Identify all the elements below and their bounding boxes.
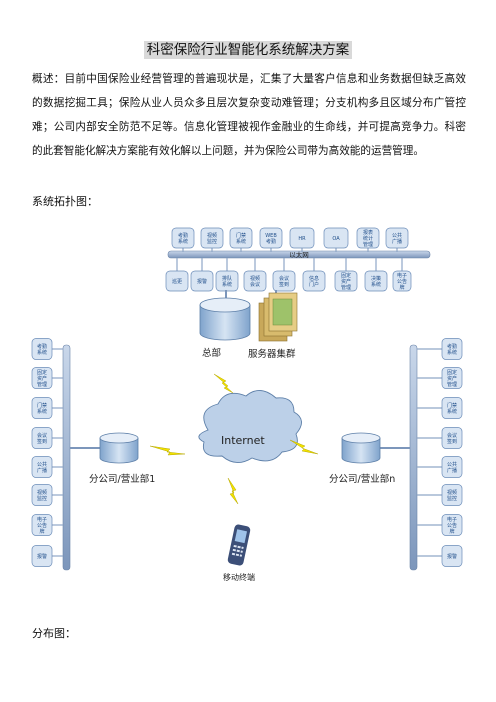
left-node-4-label: 公共广播 bbox=[37, 461, 47, 474]
distribution-heading: 分布图： bbox=[32, 627, 76, 640]
bolt-icon-right bbox=[289, 439, 319, 455]
top-node-4-label: HR bbox=[298, 236, 306, 242]
left-node-7: 报警 bbox=[31, 545, 63, 567]
right-node-3: 会议签到 bbox=[417, 427, 463, 449]
right-node-4-label: 公共广播 bbox=[447, 461, 457, 474]
left-node-1-label: 固定资产管理 bbox=[37, 369, 47, 388]
top-node-6-label: 报表统计管理 bbox=[363, 229, 373, 248]
ethernet-bus: 以太网 bbox=[167, 250, 431, 259]
right-node-5: 视频监控 bbox=[417, 484, 463, 506]
right-node-0-label: 考勤系统 bbox=[447, 343, 457, 356]
bottom-node-1-label: 报警 bbox=[197, 278, 207, 285]
bottom-node-8-label: 电子公告牌 bbox=[397, 272, 407, 291]
left-node-6: 电子公告牌 bbox=[31, 514, 63, 536]
top-node-1-label: 视频监控 bbox=[207, 232, 217, 245]
top-node-6: 报表统计管理 bbox=[356, 227, 380, 252]
overview-paragraph: 概述：目前中国保险业经营管理的普遍现状是，汇集了大量客户信息和业务数据但缺乏高效… bbox=[32, 67, 466, 163]
right-node-6-label: 电子公告牌 bbox=[447, 516, 457, 535]
top-node-5-label: OA bbox=[332, 236, 340, 242]
bottom-node-2-label: 排队系统 bbox=[222, 275, 232, 288]
right-node-2: 门禁系统 bbox=[417, 397, 463, 419]
server-cluster-label: 服务器集群 bbox=[248, 348, 296, 360]
bottom-node-8: 电子公告牌 bbox=[392, 258, 412, 292]
top-node-1: 视频监控 bbox=[200, 227, 224, 252]
bolt-icon-left bbox=[149, 445, 186, 456]
right-node-0: 考勤系统 bbox=[417, 338, 463, 360]
mobile-phone-icon bbox=[227, 524, 251, 566]
right-vertical-bus bbox=[409, 344, 418, 571]
right-node-1: 固定资产管理 bbox=[417, 367, 463, 389]
right-node-3-label: 会议签到 bbox=[447, 432, 457, 445]
bolt-icon-top bbox=[213, 373, 234, 394]
bottom-node-5: 信息门户 bbox=[302, 258, 326, 292]
internet-cloud: Internet bbox=[198, 390, 302, 463]
left-node-2-label: 门禁系统 bbox=[37, 402, 47, 415]
bottom-node-5-label: 信息门户 bbox=[309, 275, 319, 288]
page-title: 科密保险行业智能化系统解决方案 bbox=[0, 38, 496, 59]
left-node-5: 视频监控 bbox=[31, 484, 63, 506]
hq-label: 总部 bbox=[202, 347, 221, 359]
hq-database bbox=[199, 290, 277, 341]
right-node-4: 公共广播 bbox=[417, 456, 463, 478]
branch-right-database bbox=[341, 432, 410, 464]
bottom-node-7-label: 决策系统 bbox=[371, 275, 381, 288]
branch-right-label: 分公司/营业部n bbox=[329, 473, 395, 485]
bottom-node-4: 会议签到 bbox=[272, 258, 296, 292]
bottom-node-3: 视频会议 bbox=[243, 258, 267, 292]
top-node-5: OA bbox=[323, 227, 349, 252]
left-node-5-label: 视频监控 bbox=[37, 489, 47, 502]
top-node-7: 公共广播 bbox=[385, 227, 409, 252]
right-node-7: 报警 bbox=[417, 545, 463, 567]
top-node-4: HR bbox=[289, 227, 315, 252]
left-node-4: 公共广播 bbox=[31, 456, 63, 478]
top-node-0: 考勤系统 bbox=[171, 227, 195, 252]
bottom-node-6: 固定资产管理 bbox=[334, 258, 358, 292]
left-node-7-label: 报警 bbox=[37, 553, 47, 560]
bottom-node-1: 报警 bbox=[190, 258, 214, 292]
right-node-2-label: 门禁系统 bbox=[447, 402, 457, 415]
overview-label: 概述： bbox=[32, 73, 65, 85]
bottom-node-0-label: 巡更 bbox=[172, 278, 182, 285]
branch-left-label: 分公司/营业部1 bbox=[89, 473, 155, 485]
right-node-7-label: 报警 bbox=[447, 553, 457, 560]
bottom-node-3-label: 视频会议 bbox=[250, 275, 260, 288]
bottom-node-0: 巡更 bbox=[165, 258, 189, 292]
bus-label: 以太网 bbox=[289, 250, 309, 259]
bolt-icon-bottom bbox=[227, 477, 239, 505]
top-node-2: 门禁系统 bbox=[229, 227, 253, 252]
right-node-5-label: 视频监控 bbox=[447, 489, 457, 502]
bottom-node-7: 决策系统 bbox=[364, 258, 388, 292]
internet-label: Internet bbox=[221, 434, 265, 447]
left-node-6-label: 电子公告牌 bbox=[37, 516, 47, 535]
top-node-7-label: 公共广播 bbox=[392, 232, 402, 245]
bottom-node-6-label: 固定资产管理 bbox=[341, 272, 351, 291]
right-node-1-label: 固定资产管理 bbox=[447, 369, 457, 388]
bottom-node-4-label: 会议签到 bbox=[279, 275, 289, 288]
overview-text: 目前中国保险业经营管理的普遍现状是，汇集了大量客户信息和业务数据但缺乏高效的数据… bbox=[32, 73, 467, 157]
server-cluster bbox=[258, 292, 298, 342]
left-node-2: 门禁系统 bbox=[31, 397, 63, 419]
branch-left-database bbox=[70, 432, 139, 464]
top-node-0-label: 考勤系统 bbox=[178, 232, 188, 245]
bottom-node-2: 排队系统 bbox=[215, 258, 239, 292]
title-text: 科密保险行业智能化系统解决方案 bbox=[143, 41, 353, 59]
right-node-6: 电子公告牌 bbox=[417, 514, 463, 536]
left-node-3-label: 会议签到 bbox=[37, 432, 47, 445]
left-node-3: 会议签到 bbox=[31, 427, 63, 449]
left-node-0: 考勤系统 bbox=[31, 338, 63, 360]
lightning-bolts bbox=[149, 373, 319, 505]
left-vertical-bus bbox=[62, 344, 71, 571]
bottom-node-row: 巡更 报警 排队系统 视频会议 会议签到 信息门户 固定资产管理 决策系统 电子公告牌 bbox=[165, 258, 412, 292]
top-node-2-label: 门禁系统 bbox=[236, 232, 246, 245]
left-node-0-label: 考勤系统 bbox=[37, 343, 47, 356]
mobile-label: 移动终端 bbox=[223, 572, 255, 582]
topology-heading: 系统拓扑图： bbox=[32, 195, 98, 208]
left-node-1: 固定资产管理 bbox=[31, 367, 63, 389]
